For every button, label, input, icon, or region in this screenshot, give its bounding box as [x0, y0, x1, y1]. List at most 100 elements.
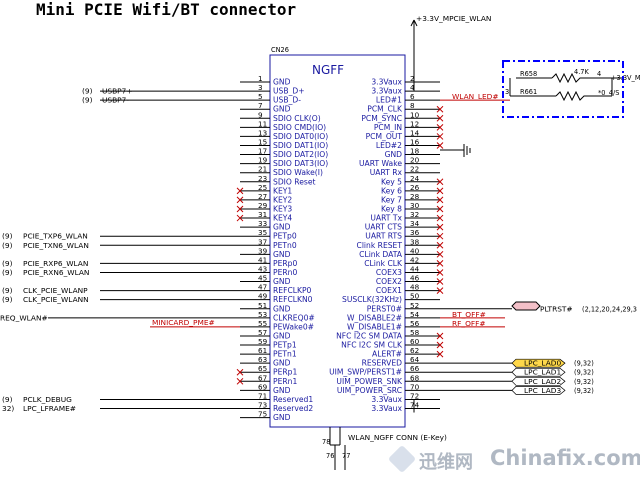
- nc-mark-16-b: [436, 142, 444, 149]
- net-ref-3: (9): [82, 87, 93, 96]
- net-label-64: LPC_LAD0: [524, 359, 561, 368]
- pin-name-39: GND: [273, 250, 291, 259]
- pin-number-1: 1: [258, 74, 263, 83]
- pin-name-3: USB_D+: [273, 87, 305, 96]
- pin-number-32: 32: [410, 210, 419, 219]
- pin-name-31: KEY4: [273, 214, 292, 223]
- pin-name-43: PERn0: [273, 268, 297, 277]
- r658-pin: 4: [597, 70, 601, 78]
- nc-mark-38-b: [436, 241, 444, 249]
- pin-name-62: ALERT#: [372, 350, 402, 359]
- resistor-r658: [516, 72, 612, 84]
- pin-name-64: RESERVED: [362, 359, 403, 368]
- pin-name-24: Key 5: [381, 177, 402, 186]
- pin-name-63: GND: [273, 359, 291, 368]
- net-ref-47: (9): [2, 286, 13, 295]
- ground-symbol: [440, 144, 471, 157]
- pin-number-39: 39: [258, 246, 268, 255]
- r661-value: *0_4/S: [598, 89, 619, 97]
- power-rail-arrow: [410, 19, 418, 84]
- pin-name-27: KEY2: [273, 195, 292, 204]
- net-label-49: CLK_PCIE_WLANN: [23, 295, 89, 304]
- pin-number-47: 47: [258, 283, 267, 292]
- pin-number-31: 31: [258, 210, 267, 219]
- pin-name-15: SDIO DAT1(IO): [273, 141, 328, 150]
- pin-number-8: 8: [410, 101, 415, 110]
- net-label-43: PCIE_RXN6_WLAN: [23, 268, 89, 277]
- pin-name-53: CLKREQ0#: [273, 313, 315, 322]
- watermark: 迅维网 Chinafix.com: [387, 444, 640, 481]
- pin-number-50: 50: [410, 292, 420, 301]
- r661-ref: R661: [520, 88, 537, 96]
- net-ref-66: (9,32): [574, 369, 594, 377]
- pin-number-41: 41: [258, 255, 267, 264]
- pin-name-22: UART Rx: [370, 168, 403, 177]
- pin-name-41: PERp0: [273, 259, 297, 268]
- nc-mark-27-b: [236, 196, 244, 204]
- pin-number-25: 25: [258, 183, 267, 192]
- mount-pins: [329, 427, 346, 470]
- net-ref-71: (9): [2, 395, 13, 404]
- pin-name-51: GND: [273, 304, 291, 313]
- refdes-label: CN26: [271, 46, 289, 54]
- part-name-label: NGFF: [312, 63, 344, 77]
- pin-name-56: W_DISABLE1#: [347, 322, 402, 331]
- pin-number-36: 36: [410, 228, 420, 237]
- pin-name-44: COEX3: [376, 268, 402, 277]
- pin-number-5: 5: [258, 92, 263, 101]
- net-label-71: PCLK_DEBUG: [23, 395, 72, 404]
- pin-name-30: Key 8: [381, 204, 402, 213]
- net-label-55: MINICARD_PME#: [152, 318, 215, 327]
- pin-name-57: GND: [273, 331, 291, 340]
- pin-number-74: 74: [410, 401, 420, 410]
- pin-name-72: 3.3Vaux: [371, 395, 402, 404]
- net-label-47: CLK_PCIE_WLANP: [23, 286, 88, 295]
- nc-mark-48-b: [436, 287, 444, 294]
- pin-number-58: 58: [410, 328, 420, 337]
- pin-number-28: 28: [410, 192, 420, 201]
- pin-name-21: SDIO Wake(I): [273, 168, 323, 177]
- pin-name-71: Reserved1: [273, 395, 313, 404]
- pin-name-42: CLink CLK: [364, 259, 403, 268]
- pin-number-56: 56: [410, 319, 420, 328]
- pin-number-17: 17: [258, 147, 267, 156]
- nc-mark-34-b: [436, 223, 444, 231]
- pin-number-54: 54: [410, 310, 420, 319]
- pin-number-72: 72: [410, 391, 419, 400]
- nc-mark-8-b: [436, 105, 444, 113]
- nc-mark-40-b: [436, 250, 444, 258]
- pin-number-44: 44: [410, 264, 420, 273]
- pin-name-75: GND: [273, 413, 291, 422]
- offpage-connector-70: [511, 386, 566, 395]
- pin-number-18: 18: [410, 147, 420, 156]
- pin-number-68: 68: [410, 373, 420, 382]
- pin-number-6: 6: [410, 92, 415, 101]
- pin-number-3: 3: [258, 83, 263, 92]
- pin-name-5: USB_D-: [273, 96, 301, 105]
- pin-name-46: COEX2: [376, 277, 402, 286]
- pin-number-53: 53: [258, 310, 267, 319]
- pin-number-20: 20: [410, 156, 420, 165]
- pin-name-74: 3.3Vaux: [371, 404, 402, 413]
- pin-number-14: 14: [410, 128, 420, 137]
- pin-name-69: GND: [273, 386, 291, 395]
- pin-name-13: SDIO DAT0(IO): [273, 132, 328, 141]
- pin-name-18: GND: [385, 150, 403, 159]
- pltrst-offpage-connector: [511, 301, 541, 311]
- pin-number-55: 55: [258, 319, 267, 328]
- net-ref-64: (9,32): [574, 360, 594, 368]
- nc-mark-14-b: [436, 133, 444, 140]
- net-ref-49: (9): [2, 295, 13, 304]
- pin-number-35: 35: [258, 228, 267, 237]
- pin-number-34: 34: [410, 219, 420, 228]
- pin-name-4: 3.3Vaux: [371, 87, 402, 96]
- pin-name-16: LED#2: [376, 141, 402, 150]
- pin-number-12: 12: [410, 119, 419, 128]
- pin-number-59: 59: [258, 337, 268, 346]
- net-label-54: BT_OFF#: [452, 310, 486, 319]
- pin-name-70: UIM_POWER_SRC: [337, 386, 402, 395]
- pin-name-26: Key 6: [381, 186, 402, 195]
- pin-number-15: 15: [258, 137, 267, 146]
- pin-name-65: PERp1: [273, 368, 297, 377]
- net-label-6: WLAN_LED#: [452, 92, 499, 101]
